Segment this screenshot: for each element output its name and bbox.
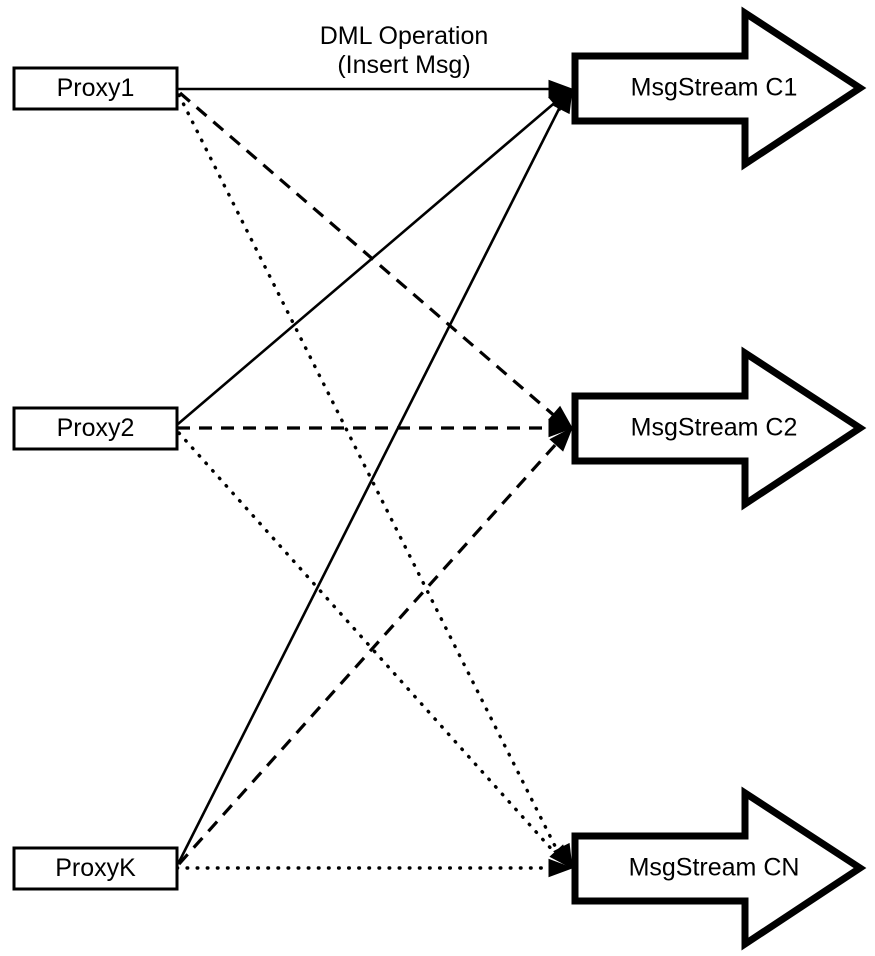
edges-layer xyxy=(175,87,568,870)
edge-proxy2-to-cn[interactable] xyxy=(177,431,565,864)
msgstream-arrow-shape xyxy=(571,786,867,951)
dml-caption-line-2: (Insert Msg) xyxy=(337,51,470,79)
msgstream-label: MsgStream C2 xyxy=(631,414,798,442)
edge-line-dashed xyxy=(177,432,567,866)
msgstream-cn[interactable]: MsgStream CN xyxy=(571,786,867,951)
proxy-node-proxy2[interactable]: Proxy2 xyxy=(12,406,179,451)
proxy-label: Proxy1 xyxy=(57,74,135,102)
proxy-node-proxyK[interactable]: ProxyK xyxy=(12,846,179,891)
proxy-label: Proxy2 xyxy=(57,414,135,442)
arrowhead-proxy2-to-cn xyxy=(549,844,573,870)
arrowhead-proxyK-to-c2 xyxy=(549,426,573,452)
edge-line-solid xyxy=(176,94,568,865)
edge-line-dotted xyxy=(177,431,565,864)
msgstream-arrow-shape xyxy=(571,346,867,511)
msgstream-c1[interactable]: MsgStream C1 xyxy=(571,6,867,171)
proxy-box-rect xyxy=(12,846,179,891)
proxy-node-proxy1[interactable]: Proxy1 xyxy=(12,66,179,111)
edge-proxyK-to-c2[interactable] xyxy=(177,432,567,866)
streams-layer: MsgStream C1 MsgStream C2 MsgStream CN xyxy=(571,6,867,951)
arrowhead-proxy2-to-c2 xyxy=(548,418,574,438)
dml-operation-caption: DML Operation (Insert Msg) xyxy=(320,22,489,79)
proxy-box-rect xyxy=(12,66,179,111)
edge-line-solid xyxy=(177,93,566,425)
edge-proxy2-to-c1[interactable] xyxy=(177,93,566,425)
arrowheads-layer xyxy=(548,79,574,878)
arrowhead-proxyK-to-cn xyxy=(548,858,574,878)
msgstream-label: MsgStream CN xyxy=(629,854,800,882)
dml-caption-line-1: DML Operation xyxy=(320,22,489,50)
proxy-box-rect xyxy=(12,406,179,451)
edge-line-dotted xyxy=(177,93,565,864)
msgstream-label: MsgStream C1 xyxy=(631,74,798,102)
arrowhead-proxyK-to-c1 xyxy=(553,87,573,115)
msgstream-arrow-shape xyxy=(571,6,867,171)
edge-proxy1-to-cn[interactable] xyxy=(177,93,565,864)
proxy-label: ProxyK xyxy=(55,854,136,882)
edge-proxyK-to-c1[interactable] xyxy=(176,94,568,865)
msgstream-c2[interactable]: MsgStream C2 xyxy=(571,346,867,511)
